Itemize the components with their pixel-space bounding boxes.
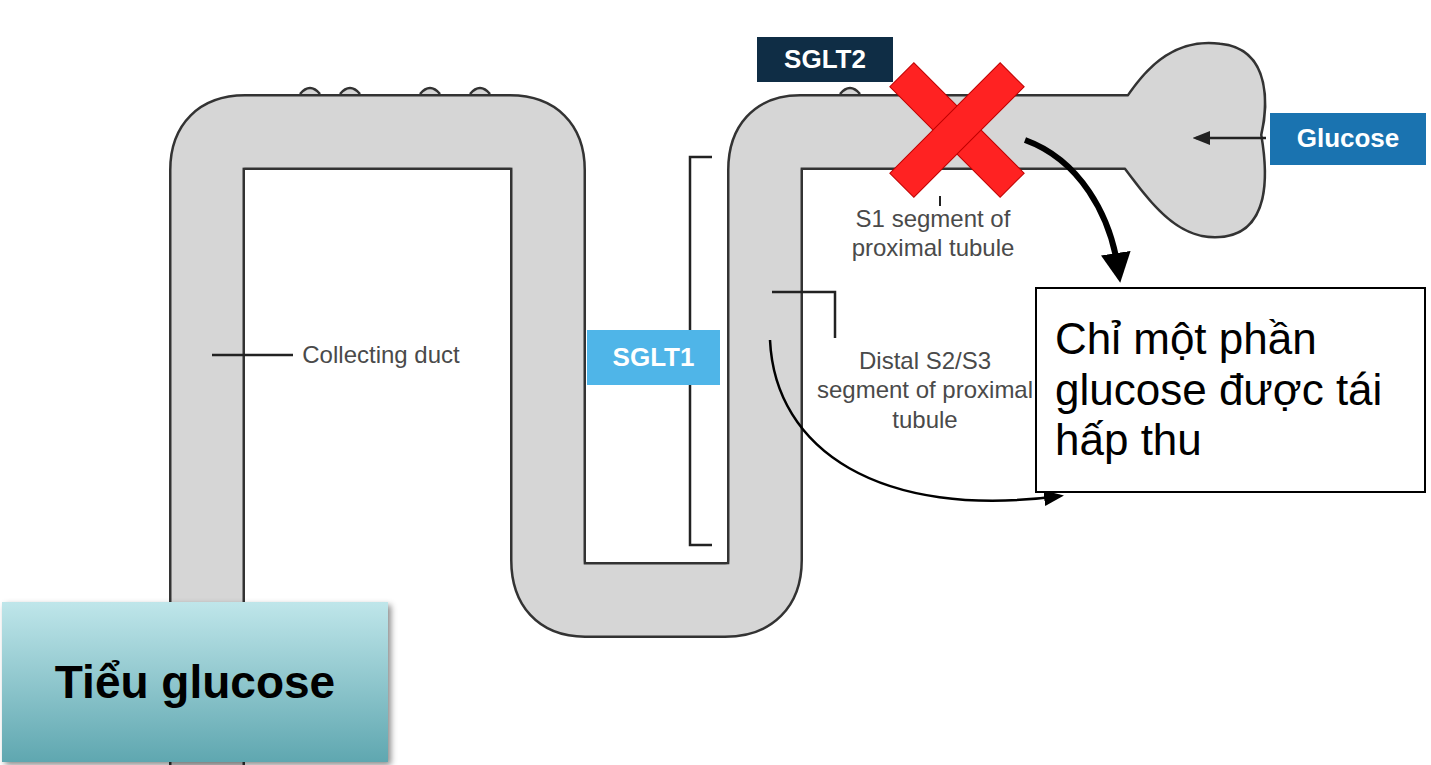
- leader-line: [772, 292, 835, 338]
- segment-label: Collecting duct: [296, 340, 466, 369]
- leader-line: [939, 196, 941, 206]
- node-text: SGLT2: [784, 45, 866, 75]
- callout-box: Chỉ một phần glucose được tái hấp thu: [1035, 287, 1426, 493]
- node-text: Glucose: [1297, 124, 1400, 154]
- glucose-arrow: [1196, 137, 1266, 140]
- label-box: SGLT2: [757, 37, 893, 82]
- blocked-cross: [890, 63, 1024, 197]
- reabsorption-arrow: [770, 340, 1060, 501]
- label-box: SGLT1: [587, 330, 720, 385]
- result-box: Tiểu glucose: [2, 602, 388, 762]
- node-text: Tiểu glucose: [55, 656, 335, 709]
- segment-label: S1 segment of proximal tubule: [828, 204, 1038, 263]
- node-text: SGLT1: [613, 343, 695, 373]
- leader-line: [212, 354, 293, 357]
- node-text: Chỉ một phần glucose được tái hấp thu: [1055, 314, 1406, 466]
- label-box: Glucose: [1270, 113, 1426, 165]
- segment-label: Distal S2/S3 segment of proximal tubule: [815, 346, 1035, 434]
- reabsorption-arrow: [1025, 140, 1118, 268]
